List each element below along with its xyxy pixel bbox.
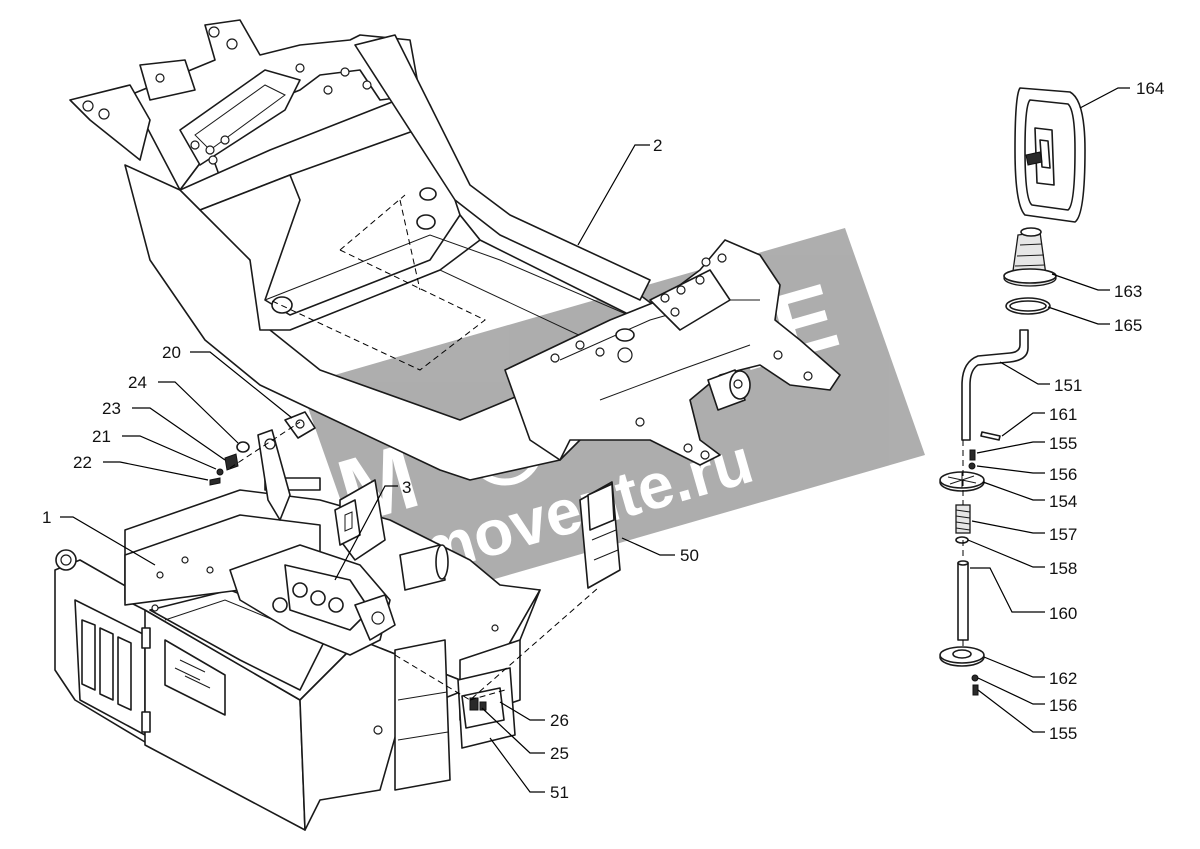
callout-163: 163 <box>1114 282 1142 301</box>
bolt-part-22 <box>209 477 221 486</box>
callout-164: 164 <box>1136 79 1164 98</box>
callout-50: 50 <box>680 546 699 565</box>
bellows-part-163 <box>1003 227 1057 287</box>
callout-2: 2 <box>653 136 662 155</box>
base-part-162 <box>939 646 985 667</box>
callout-20: 20 <box>162 343 181 362</box>
callout-21: 21 <box>92 427 111 446</box>
callout-154: 154 <box>1049 492 1077 511</box>
lever-part-151 <box>961 329 1029 441</box>
main-frame-part-2 <box>69 19 841 481</box>
callout-labels: 2 1 3 20 24 23 21 22 50 26 25 51 164 163… <box>42 79 1164 802</box>
callout-155-top: 155 <box>1049 434 1077 453</box>
cover-plate-part-50 <box>579 481 621 589</box>
callout-160: 160 <box>1049 604 1077 623</box>
washer-part-24 <box>236 441 250 453</box>
callout-22: 22 <box>73 453 92 472</box>
callout-25: 25 <box>550 744 569 763</box>
shaft-part-160 <box>957 562 969 641</box>
washer-part-156-top <box>968 462 976 470</box>
leader-lines <box>60 87 1130 793</box>
callout-165: 165 <box>1114 316 1142 335</box>
housing-part-164 <box>1014 87 1086 223</box>
screw-part-155-bottom <box>972 684 979 696</box>
callout-24: 24 <box>128 373 147 392</box>
callout-155-bottom: 155 <box>1049 724 1077 743</box>
callout-156-bottom: 156 <box>1049 696 1077 715</box>
callout-151: 151 <box>1054 376 1082 395</box>
pin-part-161 <box>980 431 1001 441</box>
spring-part-157 <box>955 504 971 534</box>
callout-26: 26 <box>550 711 569 730</box>
callout-156-top: 156 <box>1049 465 1077 484</box>
hardware-group <box>209 411 599 701</box>
disc-part-154 <box>939 471 985 492</box>
washer-part-156-bottom <box>971 674 979 682</box>
joystick-assembly <box>939 87 1086 696</box>
nut-part-23 <box>224 453 239 471</box>
screw-part-21 <box>216 468 224 476</box>
screw-part-155-top <box>969 449 976 461</box>
washer-part-158 <box>955 536 969 544</box>
callout-1: 1 <box>42 508 51 527</box>
callout-162: 162 <box>1049 669 1077 688</box>
callout-51: 51 <box>550 783 569 802</box>
bracket-part-51 <box>457 667 516 749</box>
callout-23: 23 <box>102 399 121 418</box>
callout-157: 157 <box>1049 525 1077 544</box>
callout-3: 3 <box>402 478 411 497</box>
callout-158: 158 <box>1049 559 1077 578</box>
callout-161: 161 <box>1049 405 1077 424</box>
